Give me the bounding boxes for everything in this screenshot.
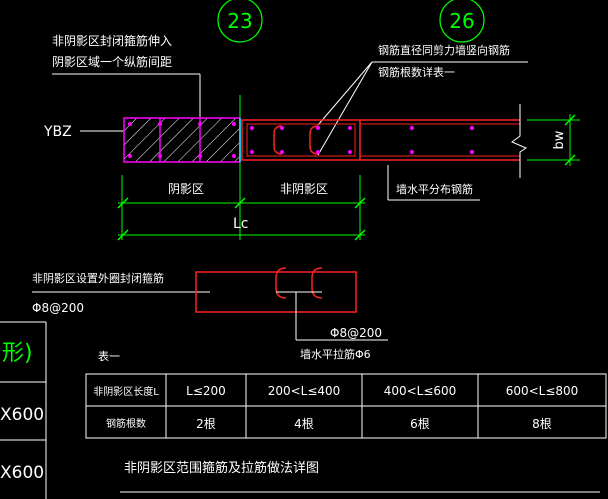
axis-26: 26 [439, 0, 485, 43]
hoop-detail [195, 267, 388, 341]
table-count-cell: 2根 [196, 417, 216, 431]
wall-continuation [360, 104, 528, 178]
axis-26-label: 26 [449, 9, 474, 33]
note-hoop-extend-2: 阴影区域一个纵筋间距 [52, 54, 172, 69]
table-range-cell: 400<L≤600 [384, 384, 457, 398]
note-outer-hoop: 非阴影区设置外圈封闭箍筋 [32, 271, 164, 285]
note-rebar-dia-1: 钢筋直径同剪力墙竖向钢筋 [378, 43, 510, 57]
table-count-cell: 8根 [532, 417, 552, 431]
table-range-cell: L≤200 [186, 384, 226, 398]
side-fragment-size-1: X600 [0, 405, 44, 425]
label-bw: bw [552, 130, 567, 149]
side-fragment-size-2: X600 [0, 463, 44, 483]
label-tie-bar: 墙水平拉筋Φ6 [300, 347, 371, 361]
table-row1-header: 非阴影区长度L [93, 385, 159, 398]
label-ybz: YBZ [43, 124, 72, 140]
leader-rebar-dia-a [317, 61, 373, 126]
note-rebar-dia-2: 钢筋根数详表一 [378, 65, 455, 79]
note-hoop-extend-1: 非阴影区封闭箍筋伸入 [52, 33, 172, 48]
table-count-cell: 4根 [294, 417, 314, 431]
axis-23-label: 23 [227, 9, 252, 33]
lc-dimension [117, 229, 366, 241]
zone-dimension [117, 197, 366, 209]
non-shadow-zone-section [241, 119, 361, 161]
detail-title: 非阴影区范围箍筋及拉筋做法详图 [124, 460, 319, 476]
label-shadow-zone: 阴影区 [168, 182, 204, 196]
label-wall-horizontal: 墙水平分布钢筋 [396, 182, 473, 196]
table-range-cell: 200<L≤400 [268, 384, 341, 398]
rebar-table [85, 373, 607, 439]
left-side-fragment [0, 321, 47, 499]
table-range-cell: 600<L≤800 [506, 384, 579, 398]
side-fragment-shape: 形) [2, 341, 33, 366]
label-spacing-left: Φ8@200 [32, 301, 84, 315]
table-row2-header: 钢筋根数 [106, 417, 146, 430]
axis-23: 23 [217, 0, 263, 43]
leader-rebar-dia-b [317, 61, 373, 156]
bw-dimension: bw [527, 114, 580, 166]
table-count-cell: 6根 [410, 417, 430, 431]
label-non-shadow-zone: 非阴影区 [280, 182, 328, 196]
table-title: 表一 [98, 349, 120, 363]
label-lc: Lc [233, 216, 249, 232]
label-spacing-right: Φ8@200 [330, 326, 382, 340]
shadow-zone-section [123, 117, 241, 163]
